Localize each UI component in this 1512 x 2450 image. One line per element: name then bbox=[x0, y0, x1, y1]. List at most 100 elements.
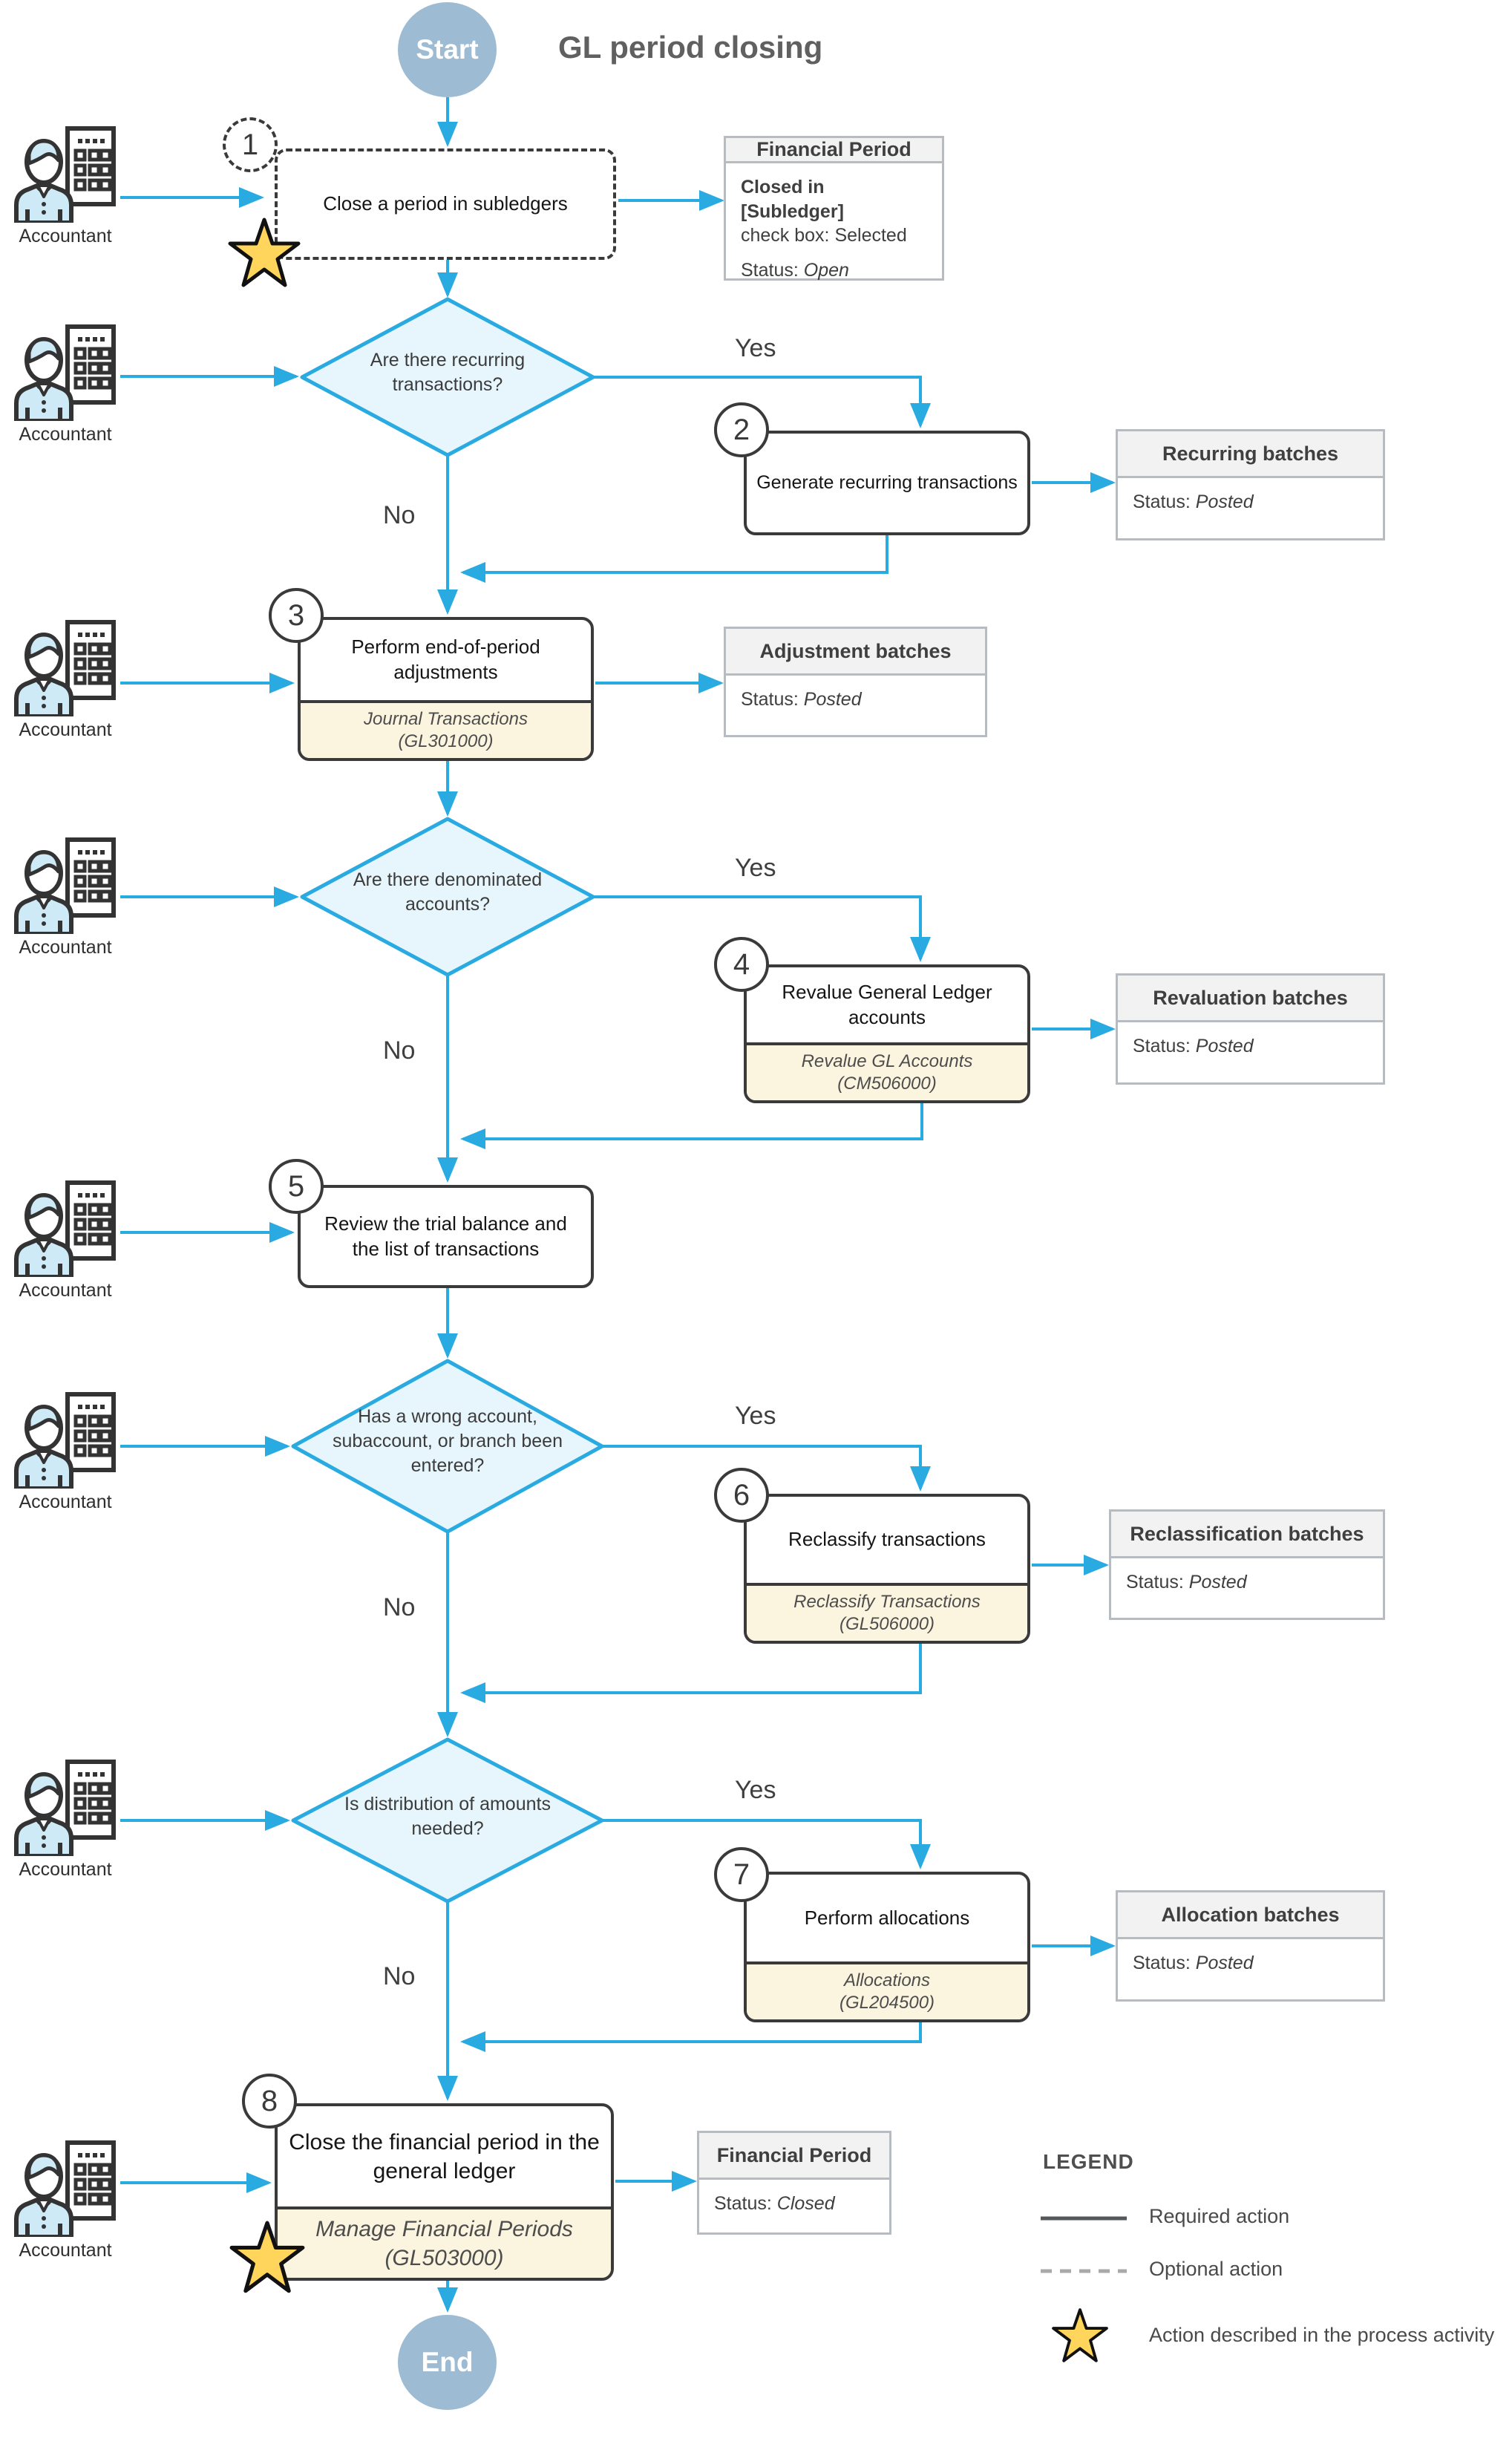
legend-optional-label: Optional action bbox=[1149, 2258, 1283, 2280]
actor-label: Accountant bbox=[19, 1280, 112, 1301]
arrow-step2-merge bbox=[460, 535, 888, 583]
accountant-icon bbox=[13, 324, 118, 421]
arrow-decision2-yes bbox=[593, 895, 931, 962]
decision1-no-label: No bbox=[383, 501, 416, 529]
artifact-status: Status: Posted bbox=[741, 689, 862, 710]
actor-3: Accountant bbox=[6, 620, 125, 741]
decision3-diamond bbox=[291, 1359, 604, 1534]
step1-label: Close a period in subledgers bbox=[323, 192, 568, 215]
step4-number: 4 bbox=[714, 937, 769, 992]
step3-number: 3 bbox=[269, 588, 324, 643]
step8-number: 8 bbox=[242, 2074, 297, 2129]
artifact-title: Allocation batches bbox=[1118, 1892, 1383, 1939]
actor-label: Accountant bbox=[19, 937, 112, 958]
legend-title: LEGEND bbox=[1043, 2150, 1134, 2173]
accountant-icon bbox=[13, 1392, 118, 1489]
step5-label: Review the trial balance and the list of… bbox=[324, 1212, 567, 1260]
legend-required-label: Required action bbox=[1149, 2205, 1290, 2227]
actor-label: Accountant bbox=[19, 719, 112, 740]
step8-screen-ref: Manage Financial Periods (GL503000) bbox=[278, 2206, 611, 2278]
artifact-title: Adjustment batches bbox=[726, 629, 985, 676]
accountant-icon bbox=[13, 620, 118, 716]
step3-box: Perform end-of-period adjustments Journa… bbox=[298, 617, 594, 761]
artifact-line: Closed in [Subledger] bbox=[741, 177, 844, 222]
actor-6: Accountant bbox=[6, 1392, 125, 1513]
adjustment-batches-artifact: Adjustment batches Status: Posted bbox=[724, 627, 987, 737]
actor-label: Accountant bbox=[19, 2240, 112, 2261]
step6-screen-ref: Reclassify Transactions (GL506000) bbox=[747, 1583, 1027, 1641]
decision3-yes-label: Yes bbox=[735, 1402, 776, 1430]
step3-label: Perform end-of-period adjustments bbox=[351, 636, 540, 683]
artifact-title: Financial Period bbox=[699, 2133, 889, 2180]
step7-screen-ref: Allocations (GL204500) bbox=[747, 1961, 1027, 2019]
step8-box: Close the financial period in the genera… bbox=[275, 2103, 614, 2281]
accountant-icon bbox=[13, 2140, 118, 2237]
step7-box: Perform allocations Allocations (GL20450… bbox=[744, 1872, 1030, 2022]
decision1-yes-label: Yes bbox=[735, 334, 776, 362]
decision3-no-label: No bbox=[383, 1593, 416, 1621]
step7-number: 7 bbox=[714, 1847, 769, 1902]
step5-number: 5 bbox=[269, 1159, 324, 1214]
artifact-status: Status: Closed bbox=[714, 2193, 835, 2214]
artifact-title: Revaluation batches bbox=[1118, 976, 1383, 1022]
step4-box: Revalue General Ledger accounts Revalue … bbox=[744, 964, 1030, 1103]
actor-4: Accountant bbox=[6, 837, 125, 958]
actor-1: Accountant bbox=[6, 126, 125, 247]
actor-label: Accountant bbox=[19, 1859, 112, 1880]
legend-star-label: Action described in the process activity bbox=[1149, 2324, 1495, 2346]
artifact-status: Status: Posted bbox=[1133, 1953, 1254, 1973]
step2-box: Generate recurring transactions bbox=[744, 431, 1030, 535]
decision2-no-label: No bbox=[383, 1036, 416, 1065]
revaluation-batches-artifact: Revaluation batches Status: Posted bbox=[1116, 973, 1385, 1085]
actor-8: Accountant bbox=[6, 2140, 125, 2261]
artifact-status: Status: Posted bbox=[1133, 491, 1254, 512]
step1-box: Close a period in subledgers bbox=[275, 148, 616, 260]
actor-5: Accountant bbox=[6, 1180, 125, 1301]
artifact-title: Financial Period bbox=[726, 138, 942, 163]
step6-box: Reclassify transactions Reclassify Trans… bbox=[744, 1494, 1030, 1644]
recurring-batches-artifact: Recurring batches Status: Posted bbox=[1116, 429, 1385, 540]
arrow-decision1-yes bbox=[593, 376, 931, 428]
step6-number: 6 bbox=[714, 1468, 769, 1523]
step6-label: Reclassify transactions bbox=[788, 1528, 986, 1551]
decision1-diamond bbox=[300, 297, 595, 457]
step1-star-icon bbox=[227, 217, 301, 291]
arrow-decision4-yes bbox=[602, 1819, 931, 1869]
start-node: Start bbox=[398, 2, 497, 97]
accountant-icon bbox=[13, 1760, 118, 1856]
step1-number: 1 bbox=[223, 117, 278, 172]
reclassification-batches-artifact: Reclassification batches Status: Posted bbox=[1109, 1509, 1385, 1620]
accountant-icon bbox=[13, 1180, 118, 1277]
step8-star-icon bbox=[229, 2220, 306, 2297]
arrow-step4-merge bbox=[460, 1103, 923, 1149]
decision4-diamond bbox=[291, 1737, 604, 1904]
financial-period-artifact-2: Financial Period Status: Closed bbox=[697, 2131, 891, 2235]
artifact-line: check box: Selected bbox=[741, 225, 907, 246]
artifact-status: Status: Open bbox=[741, 259, 849, 281]
allocation-batches-artifact: Allocation batches Status: Posted bbox=[1116, 1890, 1385, 2002]
artifact-title: Recurring batches bbox=[1118, 431, 1383, 478]
step4-label: Revalue General Ledger accounts bbox=[782, 980, 992, 1028]
legend-star-icon bbox=[1051, 2307, 1109, 2365]
step4-screen-ref: Revalue GL Accounts (CM506000) bbox=[747, 1042, 1027, 1100]
decision4-no-label: No bbox=[383, 1962, 416, 1990]
page-title: GL period closing bbox=[558, 30, 823, 65]
arrow-step6-merge bbox=[460, 1644, 922, 1703]
step5-box: Review the trial balance and the list of… bbox=[298, 1185, 594, 1288]
decision2-yes-label: Yes bbox=[735, 854, 776, 882]
accountant-icon bbox=[13, 126, 118, 223]
artifact-status: Status: Posted bbox=[1133, 1036, 1254, 1056]
actor-7: Accountant bbox=[6, 1760, 125, 1881]
actor-label: Accountant bbox=[19, 1492, 112, 1512]
actor-label: Accountant bbox=[19, 226, 112, 246]
step2-number: 2 bbox=[714, 402, 769, 457]
step2-label: Generate recurring transactions bbox=[756, 472, 1018, 494]
artifact-title: Reclassification batches bbox=[1111, 1512, 1383, 1558]
actor-2: Accountant bbox=[6, 324, 125, 445]
accountant-icon bbox=[13, 837, 118, 934]
decision2-diamond bbox=[300, 817, 595, 977]
financial-period-artifact-1: Financial Period Closed in [Subledger] c… bbox=[724, 136, 944, 281]
arrow-decision3-yes bbox=[602, 1445, 931, 1492]
